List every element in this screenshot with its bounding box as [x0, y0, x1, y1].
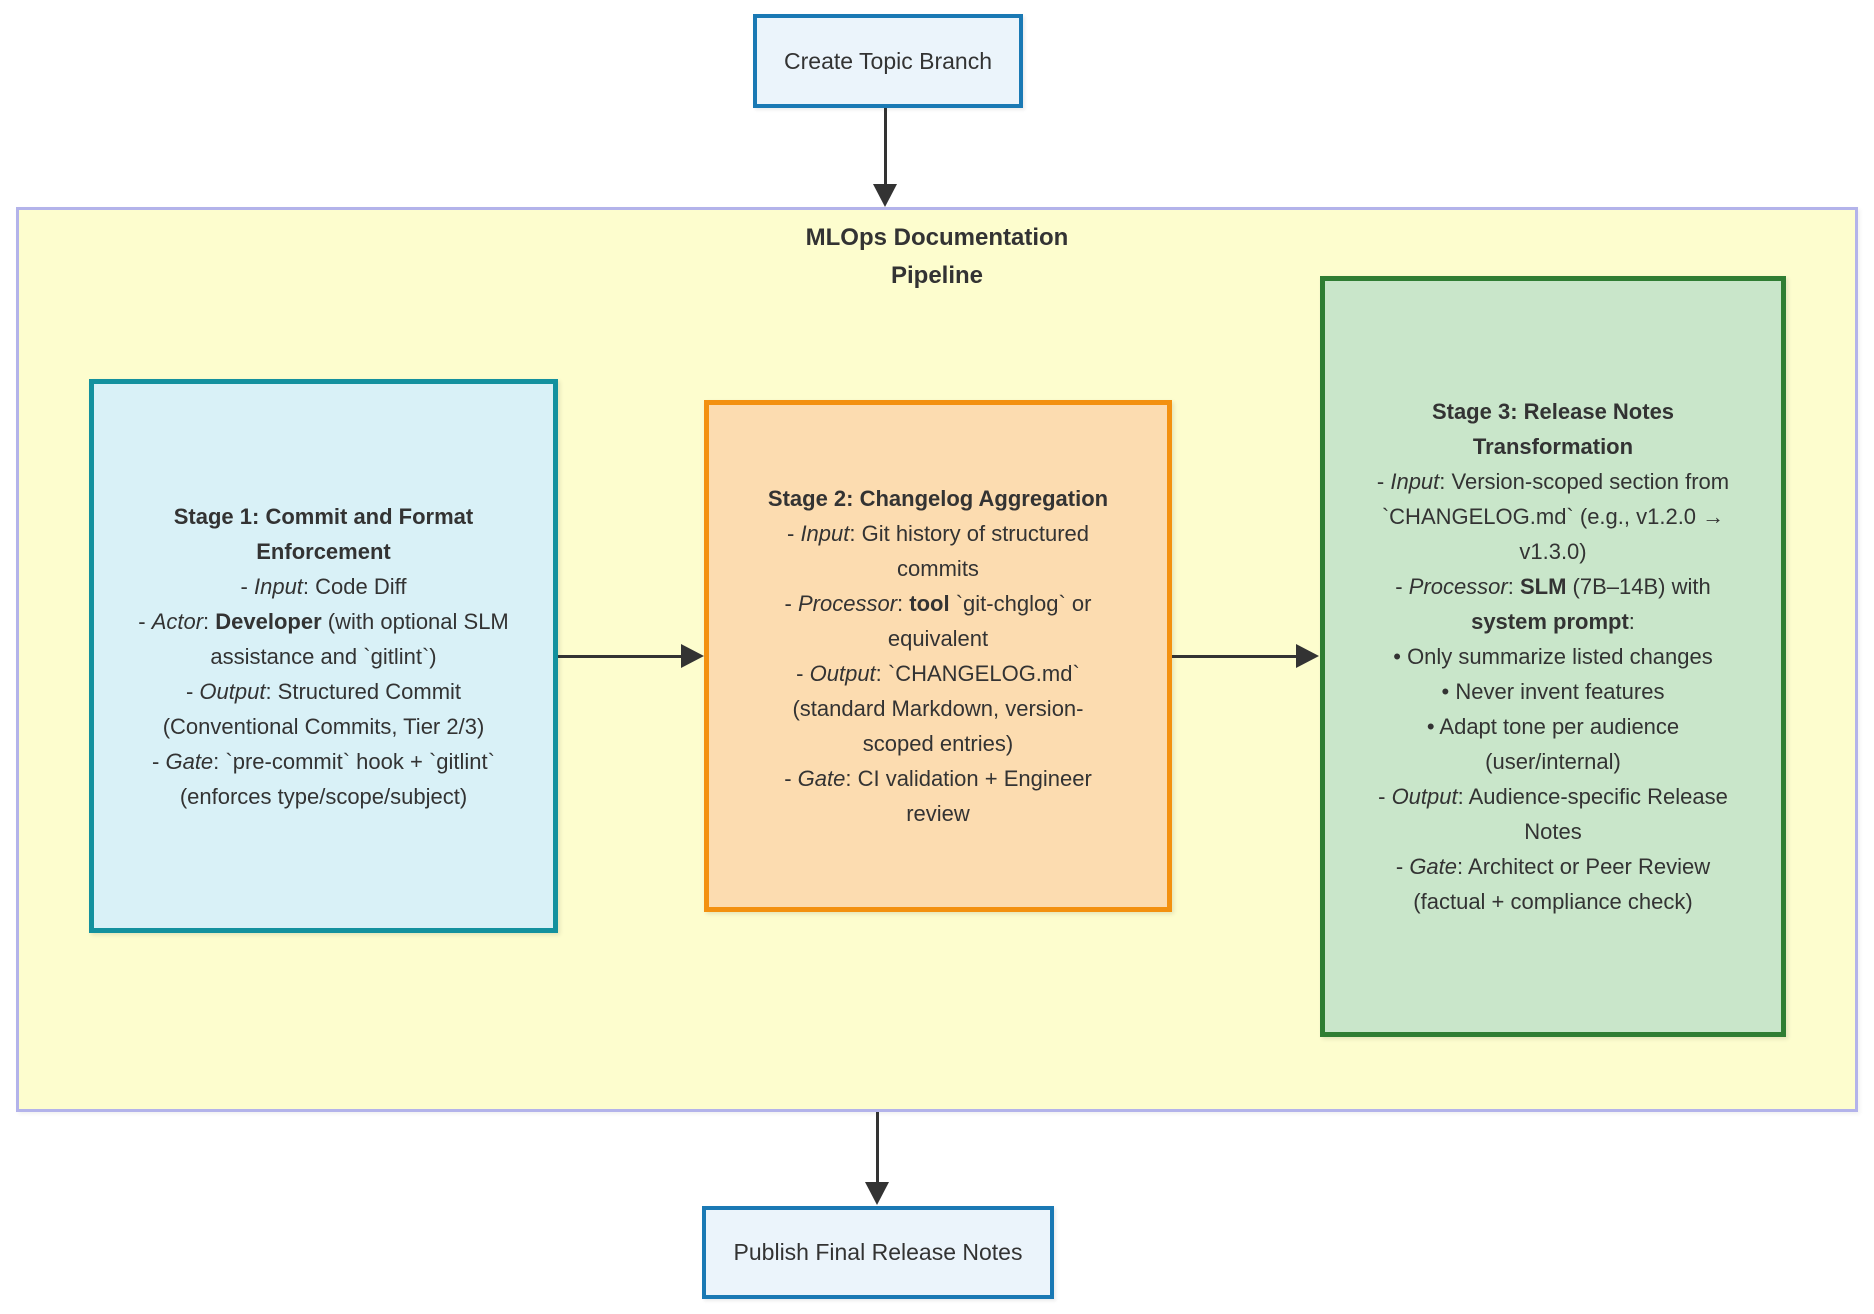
text-row: Pipeline	[890, 262, 984, 289]
arrow-pipeline-to-end-head-icon	[865, 1182, 889, 1205]
arrow-stage1-to-stage2-line	[558, 655, 682, 658]
text-row: • Never invent features	[1441, 679, 1665, 704]
text-row: MLOps Documentation	[805, 224, 1069, 251]
arrow-stage2-to-stage3-head-icon	[1296, 644, 1319, 668]
text-row: - Processor: tool `git-chglog` or equiva…	[784, 591, 1092, 651]
text-row: - Input: Git history of structured commi…	[786, 521, 1090, 581]
text-row: - Output: `CHANGELOG.md` (standard Markd…	[792, 661, 1084, 756]
stage-2-box: Stage 2: Changelog Aggregation - Input: G…	[704, 400, 1172, 912]
text-row: - Gate: `pre-commit` hook + `gitlint` (e…	[152, 748, 495, 809]
node-create-topic-branch: Create Topic Branch	[753, 14, 1023, 108]
arrow-start-to-pipeline-line	[884, 108, 887, 186]
text-row: - Gate: CI validation + Engineer review	[784, 766, 1092, 826]
text-row: Stage 1: Commit and Format Enforcement	[173, 503, 474, 564]
text-row: Stage 3: Release Notes Transformation	[1431, 399, 1675, 459]
text-row: - Output: Audience-specific Release Note…	[1378, 784, 1728, 844]
text-row: - Actor: Developer (with optional SLM as…	[138, 608, 509, 669]
text-row: Stage 2: Changelog Aggregation	[767, 486, 1109, 511]
text-row: - Input: Version-scoped section from `CH…	[1376, 469, 1730, 564]
text-row: • Only summarize listed changes	[1393, 644, 1713, 669]
node-publish-final-release-notes-label: Publish Final Release Notes	[733, 1239, 1023, 1265]
text-row: - Processor: SLM (7B–14B) with system pr…	[1395, 574, 1711, 634]
text-row: - Gate: Architect or Peer Review (factua…	[1395, 854, 1711, 914]
node-create-topic-branch-label: Create Topic Branch	[784, 47, 992, 74]
arrow-start-to-pipeline-head-icon	[873, 184, 897, 207]
text-row: • Adapt tone per audience (user/internal…	[1426, 714, 1680, 774]
stage-3-box: Stage 3: Release Notes Transformation - I…	[1320, 276, 1786, 1037]
stage-1-box: Stage 1: Commit and Format Enforcement - …	[89, 379, 558, 933]
arrow-pipeline-to-end-line	[876, 1112, 879, 1182]
arrow-stage1-to-stage2-head-icon	[681, 644, 704, 668]
node-publish-final-release-notes: Publish Final Release Notes	[702, 1206, 1054, 1299]
text-row: - Input: Code Diff	[240, 573, 407, 599]
text-row: - Output: Structured Commit (Conventiona…	[162, 678, 485, 739]
arrow-stage2-to-stage3-line	[1172, 655, 1296, 658]
